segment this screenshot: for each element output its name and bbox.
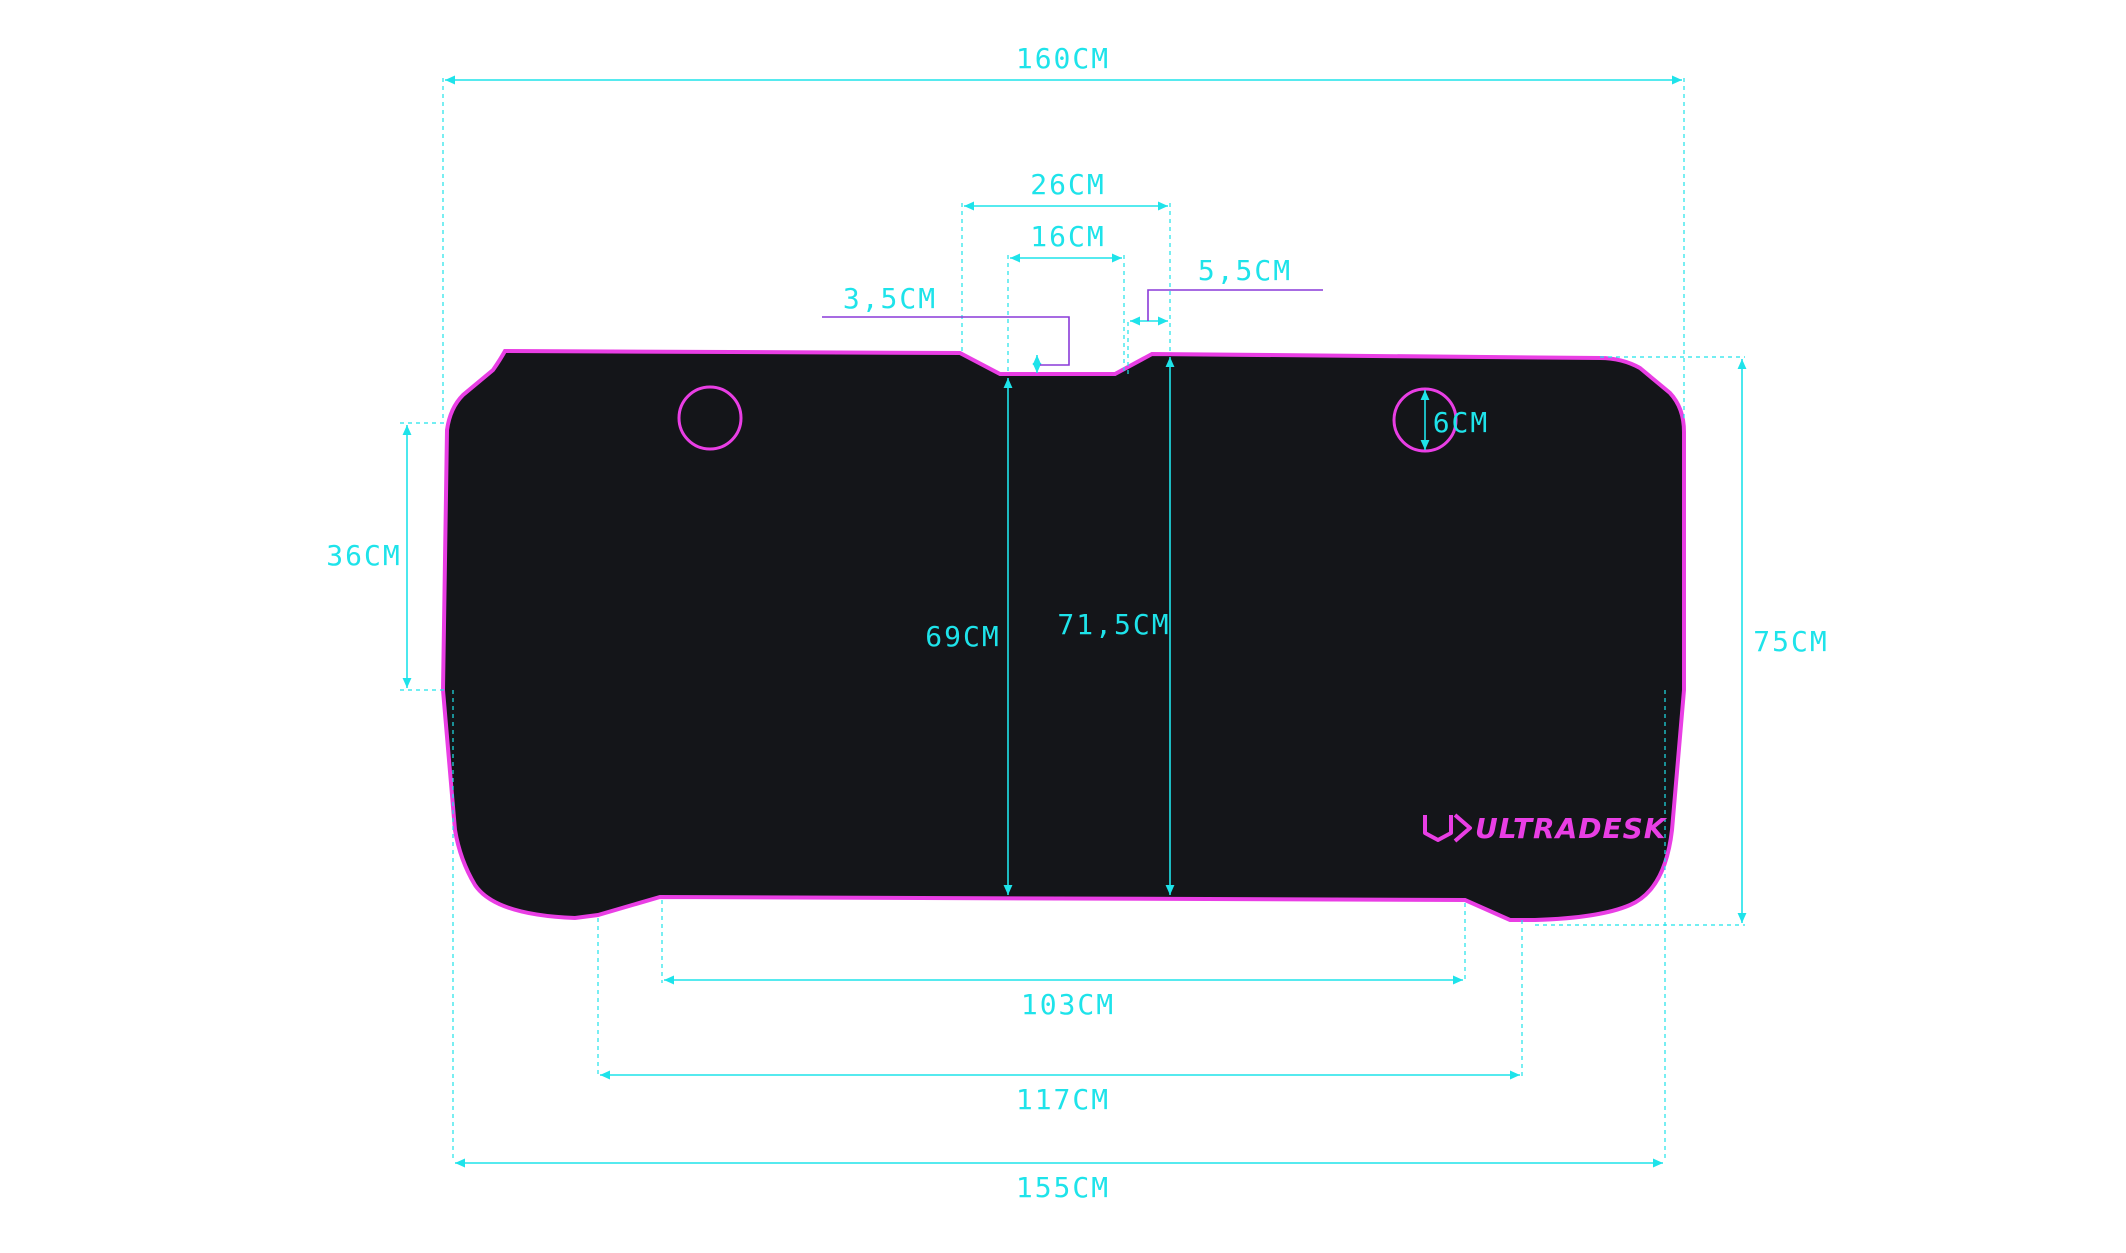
callout-3-5-leader	[822, 316, 1070, 366]
label-16cm: 16CM	[1030, 220, 1105, 253]
label-75cm: 75CM	[1753, 625, 1828, 658]
dimension-labels: 160CM 26CM 16CM 3,5CM 5,5CM 6CM 36CM 69C…	[326, 42, 1828, 1204]
callout-leaders	[822, 289, 1323, 366]
label-6cm: 6CM	[1433, 406, 1490, 439]
ultradesk-logo: ULTRADESK	[1423, 812, 1668, 845]
label-160cm: 160CM	[1016, 42, 1110, 75]
label-3-5cm: 3,5CM	[843, 282, 937, 315]
label-26cm: 26CM	[1030, 168, 1105, 201]
extension-lines	[400, 78, 1745, 1160]
callout-5-5-leader	[1147, 289, 1323, 321]
label-117cm: 117CM	[1016, 1083, 1110, 1116]
label-71-5cm: 71,5CM	[1057, 608, 1170, 641]
cable-hole-right	[1392, 387, 1458, 453]
ultradesk-logo-icon	[1423, 813, 1472, 843]
desk-mat-outline	[440, 348, 1686, 922]
dimension-lines	[402, 75, 1747, 1168]
label-103cm: 103CM	[1021, 988, 1115, 1021]
label-36cm: 36CM	[326, 539, 401, 572]
logo-wordmark: ULTRADESK	[1475, 812, 1668, 845]
label-69cm: 69CM	[925, 620, 1000, 653]
cable-hole-left	[677, 385, 743, 451]
label-155cm: 155CM	[1016, 1171, 1110, 1204]
label-5-5cm: 5,5CM	[1198, 254, 1292, 287]
